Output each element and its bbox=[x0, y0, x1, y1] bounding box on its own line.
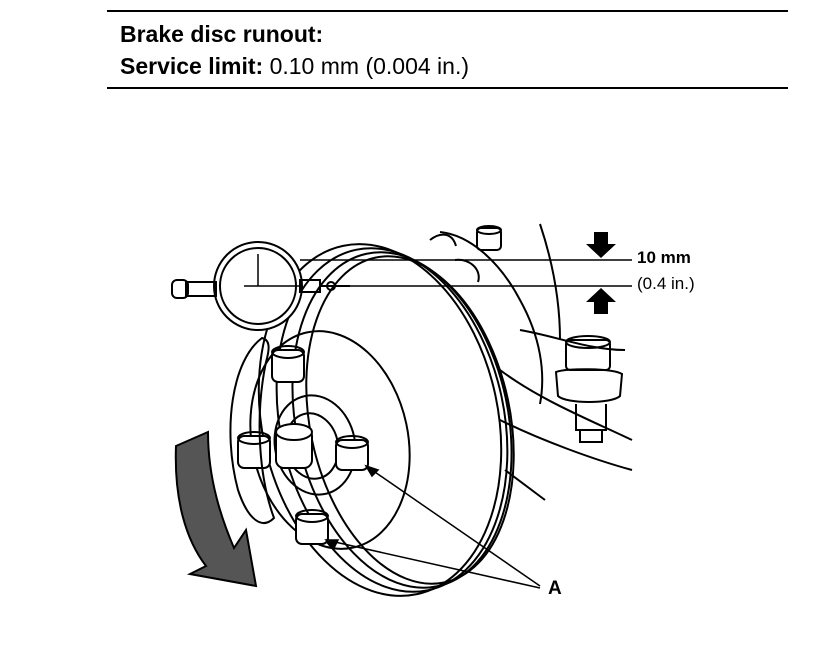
callout-a: A bbox=[548, 578, 562, 599]
dimension-imperial: (0.4 in.) bbox=[637, 274, 695, 293]
upper-stud bbox=[476, 225, 502, 251]
rotation-arrow bbox=[174, 430, 258, 588]
splash-shield bbox=[229, 336, 276, 524]
wheel-nut-right bbox=[335, 435, 369, 471]
spec-title-text: Brake disc runout: bbox=[120, 21, 324, 47]
wheel-nut-left bbox=[237, 431, 271, 469]
ball-joint bbox=[554, 335, 624, 443]
bottom-rule bbox=[107, 87, 788, 89]
dimension-lines bbox=[300, 259, 632, 287]
dial-indicator bbox=[171, 241, 350, 331]
hub bbox=[273, 394, 357, 496]
dimension-metric: 10 mm bbox=[637, 248, 691, 267]
service-limit-label: Service limit: bbox=[120, 53, 264, 79]
wheel-nut-lower bbox=[295, 509, 329, 545]
spec-limit-line: Service limit: 0.10 mm (0.004 in.) bbox=[120, 52, 469, 80]
top-rule bbox=[107, 10, 788, 12]
dimension-arrows bbox=[586, 232, 616, 314]
wheel-nut-upper bbox=[271, 345, 305, 383]
service-limit-value: 0.10 mm (0.004 in.) bbox=[269, 53, 469, 79]
spec-title: Brake disc runout: bbox=[120, 20, 323, 48]
callout-leaders bbox=[324, 464, 541, 589]
steering-knuckle bbox=[429, 223, 633, 501]
